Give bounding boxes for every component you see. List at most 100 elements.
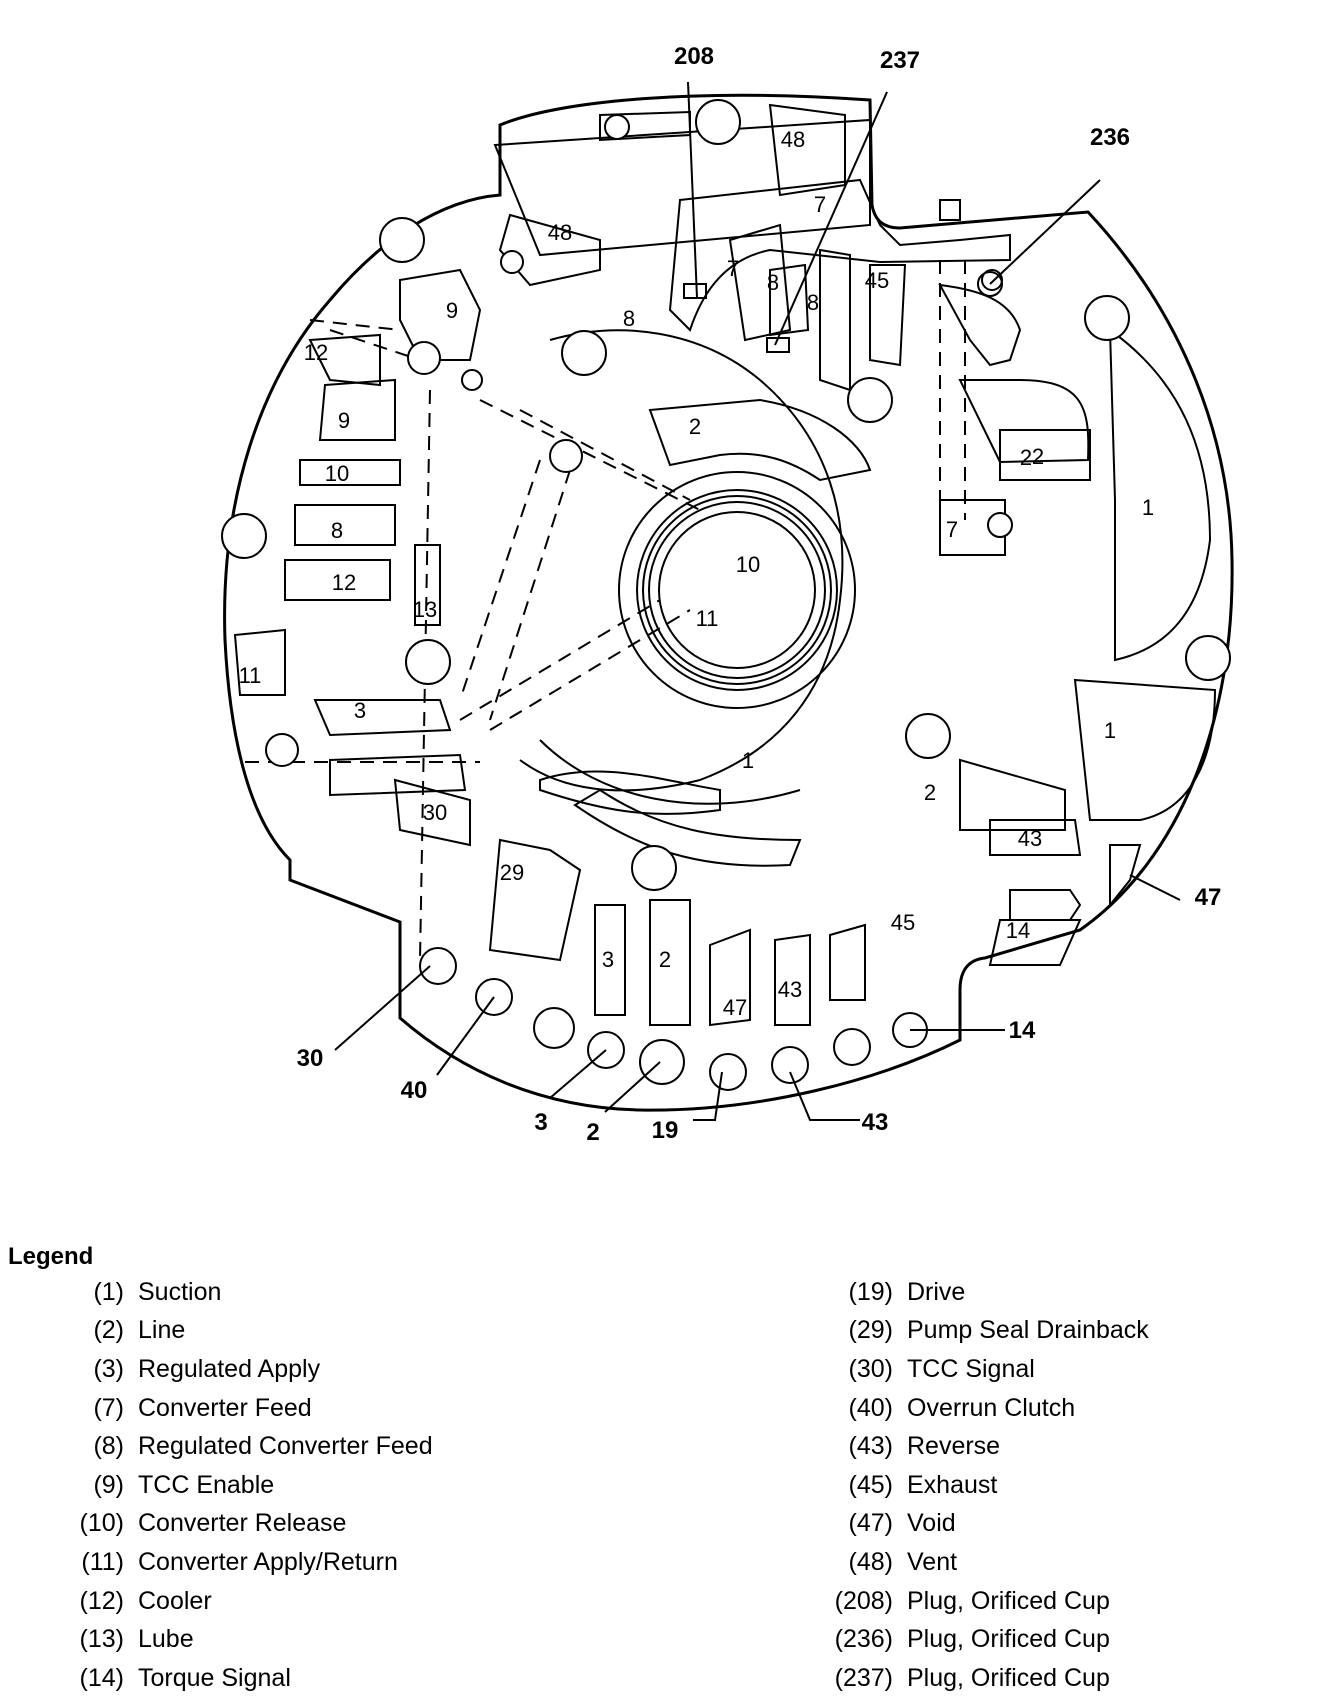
passage-label: 2 (659, 947, 671, 972)
passage-label: 8 (623, 306, 635, 331)
hidden-passages (245, 260, 966, 961)
passage-labels: 48 48 7 7 8 8 8 45 9 12 9 10 8 12 13 11 … (239, 127, 1155, 1020)
passage-label: 11 (239, 663, 262, 688)
passage-label: 2 (1020, 445, 1032, 470)
legend-item-text: Lube (138, 1625, 194, 1654)
legend-item-text: Reverse (907, 1432, 1001, 1461)
legend-item-number: (47) (848, 1509, 893, 1538)
legend-item: (1) Suction (48, 1273, 433, 1312)
legend-item-text: Pump Seal Drainback (907, 1316, 1149, 1345)
passage-label: 1 (1104, 718, 1116, 743)
legend-item-number: (48) (848, 1547, 893, 1576)
legend-item-number: (237) (834, 1663, 893, 1692)
legend-item: (19) Drive (803, 1273, 1149, 1312)
legend-item-number: (14) (79, 1663, 124, 1692)
passage-label: 2 (1032, 444, 1044, 469)
passage-label: 10 (325, 461, 349, 486)
legend-item: (10)Converter Release (48, 1505, 433, 1544)
legend-item-text: Void (907, 1509, 956, 1538)
legend-column-right: (19) Drive (29)Pump Seal Drainback (30) TC… (803, 1273, 1149, 1698)
passage-label: 13 (413, 597, 437, 622)
callout-14: 14 (1009, 1017, 1036, 1044)
passage-label: 11 (696, 606, 719, 631)
passage-label: 7 (814, 192, 826, 217)
callout-47: 47 (1195, 884, 1222, 911)
legend-item: (47) Void (803, 1505, 1149, 1544)
callout-236: 236 (1090, 124, 1130, 151)
legend-item-text: Regulated Converter Feed (138, 1432, 433, 1461)
callout-2: 2 (586, 1119, 599, 1146)
legend-item-number: (43) (848, 1432, 893, 1461)
legend-item-number: (19) (848, 1277, 893, 1306)
passage-label: 8 (331, 518, 343, 543)
legend-item-text: TCC Signal (907, 1354, 1035, 1383)
passage-label: 8 (807, 290, 819, 315)
legend-item-text: Suction (138, 1277, 222, 1306)
legend-item-text: TCC Enable (138, 1470, 275, 1499)
passage-label: 2 (924, 780, 936, 805)
passage-label: 2 (689, 414, 701, 439)
legend-item: (48)Vent (803, 1543, 1149, 1582)
passage-label: 48 (548, 220, 572, 245)
callout-237: 237 (880, 47, 920, 74)
legend-item-text: Plug, Orificed Cup (907, 1586, 1110, 1615)
legend-item: (30) TCC Signal (803, 1350, 1149, 1389)
callout-43: 43 (862, 1109, 889, 1136)
legend-item-number: (8) (93, 1432, 124, 1461)
legend-item: (3) Regulated Apply (48, 1350, 433, 1389)
passage-label: 47 (723, 995, 747, 1020)
passages (233, 103, 1217, 1027)
legend-item: (40) Overrun Clutch (803, 1389, 1149, 1428)
legend-column-left: (1) Suction (2)Line (3) Regulated Apply (7… (48, 1273, 433, 1698)
leader-lines (334, 81, 1181, 1121)
passage-label: 43 (1018, 826, 1042, 851)
legend-item: (12)Cooler (48, 1582, 433, 1621)
passage-label: 7 (946, 517, 958, 542)
pump-body-diagram: 48 48 7 7 8 8 8 45 9 12 9 10 8 12 13 11 … (221, 43, 1234, 1146)
pump-body-outline (223, 93, 1234, 1112)
passage-label: 43 (778, 977, 802, 1002)
passage-label: 8 (767, 270, 779, 295)
plug-236 (977, 271, 1003, 297)
legend-item: (2)Line (48, 1312, 433, 1351)
callout-208: 208 (674, 43, 714, 70)
callout-30: 30 (297, 1045, 324, 1072)
legend-item-text: Drive (907, 1277, 966, 1306)
legend-item-number: (9) (93, 1470, 124, 1499)
legend-item: (29)Pump Seal Drainback (803, 1312, 1149, 1351)
passage-label: 48 (781, 127, 805, 152)
legend-item: (43) Reverse (803, 1427, 1149, 1466)
legend-item-number: (236) (834, 1625, 893, 1654)
callout-3: 3 (534, 1109, 547, 1136)
bolt-holes (221, 99, 1231, 1091)
legend-item-number: (3) (93, 1354, 124, 1383)
passage-label: 3 (602, 947, 614, 972)
legend-item: (45)Exhaust (803, 1466, 1149, 1505)
legend: Legend (1)Suction (2)Line (3)Regulated A… (8, 1243, 1328, 1692)
legend-item: (9) TCC Enable (48, 1466, 433, 1505)
passage-label: 12 (332, 570, 356, 595)
legend-item-number: (1) (93, 1277, 124, 1306)
legend-item-text: Overrun Clutch (907, 1393, 1076, 1422)
legend-item-number: (7) (93, 1393, 124, 1422)
legend-item-text: Plug, Orificed Cup (907, 1663, 1110, 1692)
legend-item-text: Regulated Apply (138, 1354, 321, 1383)
callout-40: 40 (401, 1077, 428, 1104)
legend-item-number: (13) (79, 1625, 124, 1654)
central-bore (519, 329, 856, 805)
legend-item-text: Line (138, 1316, 186, 1345)
passage-label: 1 (742, 748, 754, 773)
passage-label: 10 (736, 552, 760, 577)
legend-item: (13) Lube (48, 1620, 433, 1659)
legend-item: (7)Converter Feed (48, 1389, 433, 1428)
legend-item-text: Exhaust (907, 1470, 998, 1499)
legend-item-number: (30) (848, 1354, 893, 1383)
legend-item-text: Torque Signal (138, 1663, 291, 1692)
legend-item: (237) Plug, Orificed Cup (803, 1659, 1149, 1698)
passage-label: 30 (423, 800, 447, 825)
legend-item: (8) Regulated Converter Feed (48, 1427, 433, 1466)
legend-item: (236)Plug, Orificed Cup (803, 1620, 1149, 1659)
passage-label: 1 (1142, 495, 1154, 520)
legend-item-number: (40) (848, 1393, 893, 1422)
passage-label: 29 (500, 860, 524, 885)
